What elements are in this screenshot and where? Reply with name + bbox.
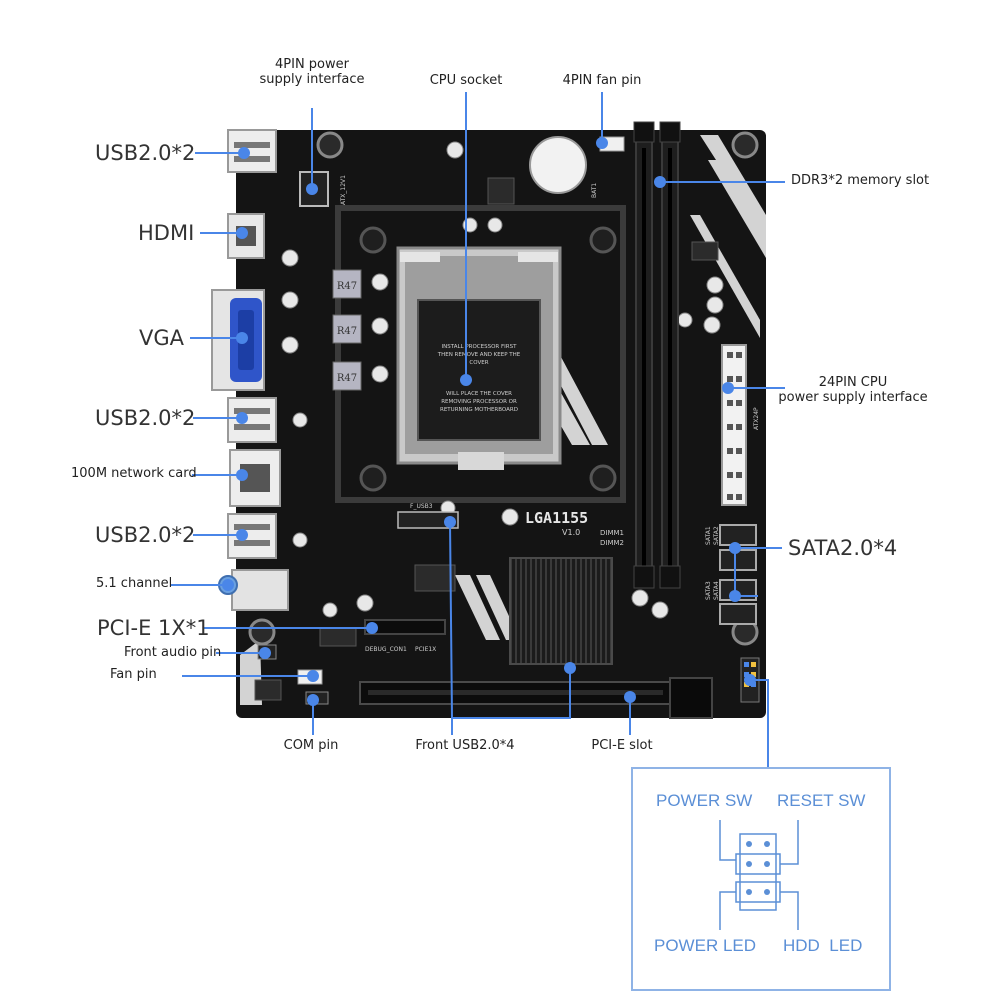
label-ddr3: DDR3*2 memory slot (791, 173, 930, 188)
label-usb-top: USB2.0*2 (95, 141, 196, 165)
board-screw (316, 131, 344, 159)
label-4pin-power-line2: supply interface (259, 71, 365, 87)
choke-label: R47 (337, 326, 357, 337)
chipset-heatsink (509, 557, 613, 665)
label-vga: VGA (139, 326, 185, 350)
pointer-lines (170, 92, 785, 768)
front-usb-header (397, 511, 459, 529)
sata-label-2: SATA2 (713, 526, 720, 545)
label-4pin-power-line1: 4PIN power (275, 57, 349, 72)
socket-warning-4: WILL PLACE THE COVER (446, 391, 512, 397)
capacitors (281, 141, 724, 619)
choke-label: R47 (337, 373, 357, 384)
label-pcie-slot: PCI-E slot (591, 738, 653, 753)
label-24pin-line1: 24PIN CPU (818, 375, 888, 390)
cpu-socket: INSTALL PROCESSOR FIRST THEN REMOVE AND … (396, 246, 562, 470)
socket-warning-3: COVER (469, 360, 488, 366)
cpu-area-frame (335, 205, 626, 503)
panel-label-power-sw: POWER SW (656, 791, 753, 810)
socket-cover (417, 299, 541, 441)
socket-warning-5: REMOVING PROCESSOR OR (441, 399, 517, 405)
label-front-audio: Front audio pin (124, 645, 222, 660)
mount-hole (589, 226, 617, 254)
label-4pin-power: 4PIN power supply interface (259, 57, 365, 88)
board-screw (731, 131, 759, 159)
mount-hole (359, 226, 387, 254)
atx24-pins (727, 352, 742, 500)
pcie-x1-label: PCIE1X (415, 646, 436, 653)
dimm-label-1: DIMM1 (600, 529, 624, 537)
label-24pin: 24PIN CPU power supply interface (778, 375, 928, 406)
mount-hole (589, 464, 617, 492)
front-usb-header-label: F_USB3 (410, 503, 433, 510)
debug-label: DEBUG_CON1 (365, 646, 407, 653)
callout-leader-lines (719, 820, 799, 930)
label-cpu-socket: CPU socket (429, 73, 503, 88)
label-4pin-fan: 4PIN fan pin (562, 73, 642, 88)
label-24pin-line2: power supply interface (778, 389, 928, 405)
ddr3-slots: DIMM1 DIMM2 (600, 121, 681, 589)
label-hdmi: HDMI (138, 221, 195, 245)
dimm-label-2: DIMM2 (600, 539, 624, 547)
atx24-label: ATX24P (753, 407, 760, 430)
callout-box (631, 767, 891, 991)
choke-label: R47 (337, 281, 357, 292)
socket-warning-2: THEN REMOVE AND KEEP THE (437, 352, 521, 358)
sata-label-4: SATA4 (713, 581, 720, 600)
callout-pins (746, 841, 770, 895)
label-usb-mid: USB2.0*2 (95, 406, 196, 430)
board-screw (248, 618, 276, 646)
label-fan-pin: Fan pin (110, 667, 157, 682)
pointer-dots (222, 137, 756, 706)
usb-port-mid (227, 397, 277, 443)
label-com-pin: COM pin (283, 738, 339, 753)
label-sata: SATA2.0*4 (788, 536, 898, 560)
sata-label-1: SATA1 (705, 526, 712, 545)
mount-hole (359, 464, 387, 492)
label-front-usb: Front USB2.0*4 (415, 738, 515, 753)
pcie-latch (669, 677, 713, 719)
vrm-chokes: R47 R47 R47 (332, 269, 362, 391)
label-usb-bottom: USB2.0*2 (95, 523, 196, 547)
cmos-battery (529, 136, 587, 194)
battery-label: BAT1 (591, 183, 598, 198)
label-pcie-1x: PCI-E 1X*1 (97, 616, 210, 640)
callout-header-outline (739, 833, 777, 911)
label-5-1-channel: 5.1 channel (96, 576, 173, 591)
socket-name: LGA1155 (525, 509, 588, 527)
panel-label-power-led: POWER LED (654, 936, 757, 955)
socket-warning-6: RETURNING MOTHERBOARD (440, 407, 518, 413)
panel-label-reset-sw: RESET SW (777, 791, 866, 810)
atx-label: ATX_12V1 (340, 175, 347, 205)
front-panel-callout (631, 767, 891, 991)
sata-label-3: SATA3 (705, 581, 712, 600)
motherboard-board: INSTALL PROCESSOR FIRST THEN REMOVE AND … (236, 121, 766, 719)
small-chips (254, 177, 719, 701)
panel-label-hdd-led: HDD LED (783, 936, 863, 955)
audio-jacks (231, 569, 289, 611)
board-version: V1.0 (562, 528, 580, 537)
usb-port-top (227, 129, 277, 173)
socket-warning-1: INSTALL PROCESSOR FIRST (442, 344, 518, 350)
atx-4pin-connector (299, 171, 329, 207)
label-network: 100M network card (71, 466, 197, 481)
atx-24pin-connector (721, 344, 747, 506)
